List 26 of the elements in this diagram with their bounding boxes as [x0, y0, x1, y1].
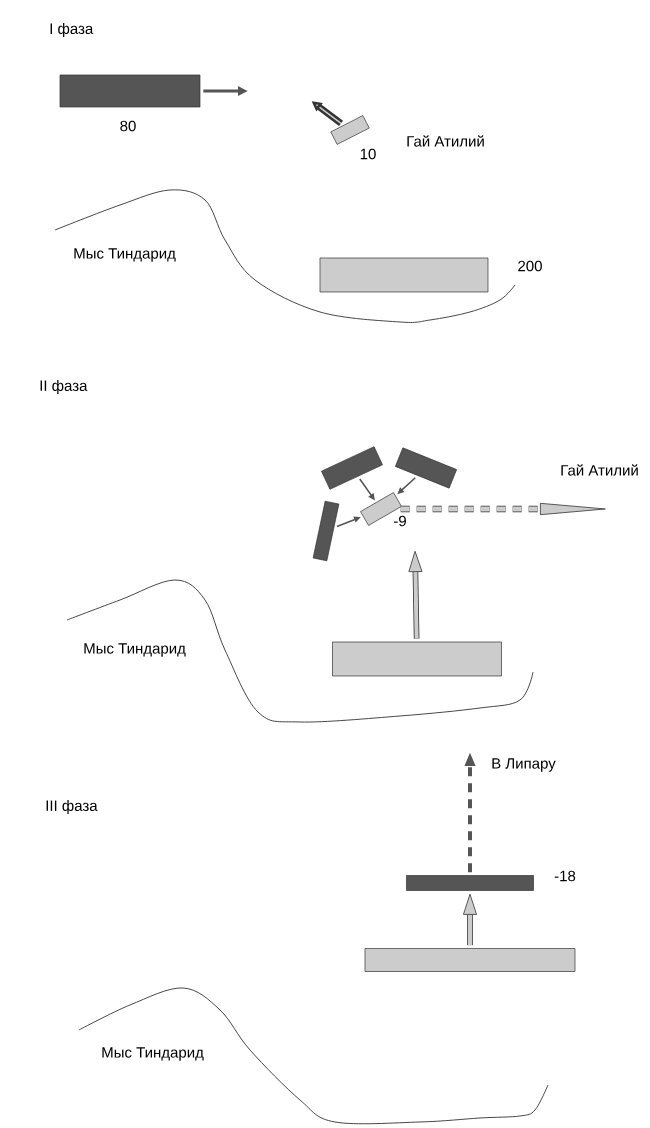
place-label: Мыс Тиндарид [84, 643, 186, 657]
ship-formation [312, 500, 340, 562]
arrow [408, 550, 423, 639]
place-label: Гай Атилий [407, 135, 484, 147]
ship-formation [330, 115, 370, 145]
ship-count: -9 [394, 515, 406, 527]
arrow [463, 893, 477, 946]
place-label: I фаза [50, 23, 94, 37]
ship-formation [321, 446, 383, 490]
ship-formation [364, 948, 576, 972]
place-label: Мыс Тиндарид [74, 248, 176, 262]
ship-count: -18 [554, 870, 576, 882]
ship-count: 10 [360, 148, 376, 160]
place-label: II фаза [40, 380, 88, 394]
arrow [400, 502, 606, 516]
place-label: III фаза [46, 800, 98, 814]
place-label: Мыс Тиндарид [102, 1047, 204, 1061]
ship-formation [59, 74, 201, 108]
place-label: Гай Атилий [561, 464, 638, 476]
ship-formation [406, 875, 534, 891]
ship-formation [332, 641, 502, 677]
ship-count: 80 [120, 120, 136, 132]
ship-formation [319, 257, 489, 293]
place-label: В Липару [492, 758, 556, 772]
ship-formation [395, 447, 457, 489]
ship-count: 200 [518, 260, 542, 272]
